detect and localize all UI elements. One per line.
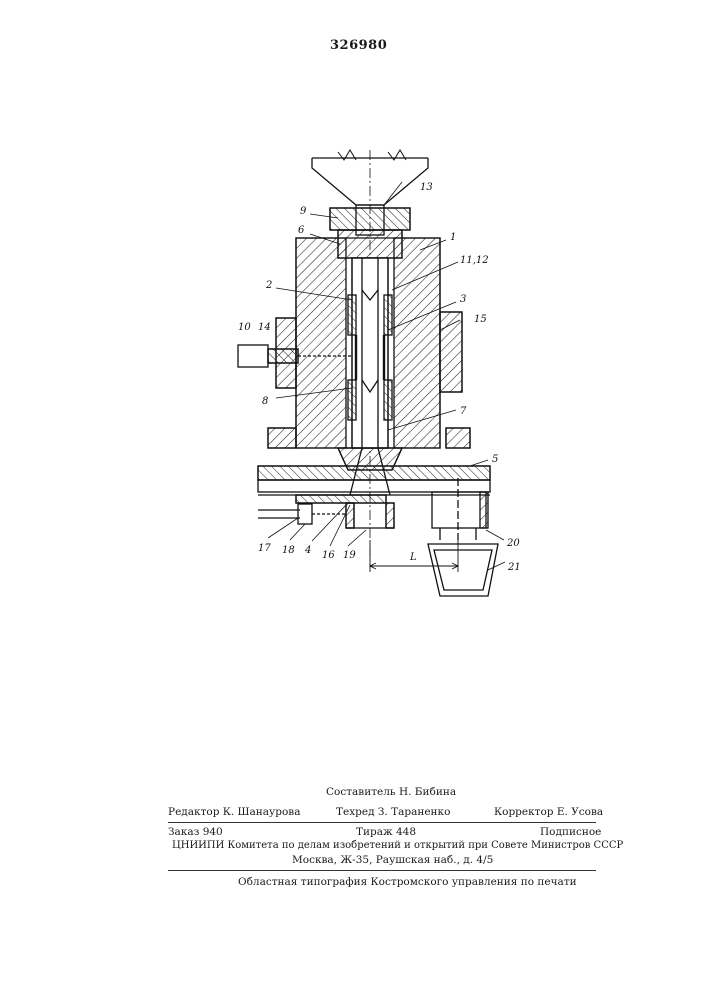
label-3: 3: [460, 294, 466, 305]
order-line: Заказ 940: [168, 826, 223, 838]
technical-drawing: 13 9 6 1 11,12 2 3 15 10 14 8 7 5 17 18 …: [0, 0, 707, 760]
label-9: 9: [300, 206, 307, 217]
corrector-line: Корректор Е. Усова: [494, 806, 603, 818]
label-13: 13: [420, 182, 433, 193]
label-10: 10: [238, 322, 251, 333]
techred-line: Техред З. Тараненко: [336, 806, 450, 818]
label-16: 16: [322, 550, 335, 561]
rod: [258, 504, 346, 524]
label-1: 1: [450, 232, 456, 243]
container: [428, 544, 498, 596]
label-2: 2: [265, 280, 272, 291]
label-L: L: [409, 552, 417, 563]
label-7: 7: [460, 406, 467, 417]
label-21: 21: [507, 562, 521, 573]
base-plate: [258, 466, 490, 495]
printer-line: Областная типография Костромского управл…: [238, 876, 577, 888]
label-15: 15: [474, 314, 487, 325]
institute-line-1: ЦНИИПИ Комитета по делам изобретений и о…: [172, 840, 623, 851]
label-8: 8: [262, 396, 268, 407]
label-6: 6: [298, 225, 305, 236]
editor-line: Редактор К. Шанаурова: [168, 806, 300, 818]
label-18: 18: [282, 545, 295, 556]
label-19: 19: [343, 550, 356, 561]
side-plate-right: [440, 312, 462, 392]
print-run-line: Тираж 448: [356, 826, 416, 838]
divider-bottom: [168, 870, 596, 871]
subscription-line: Подписное: [540, 826, 601, 838]
institute-line-2: Москва, Ж-35, Раушская наб., д. 4/5: [292, 854, 493, 866]
inner-sleeve: [348, 258, 392, 448]
slide: [296, 495, 394, 528]
label-17: 17: [258, 543, 271, 554]
label-4: 4: [304, 545, 311, 556]
label-11-12: 11,12: [460, 255, 489, 266]
compiler-line: Составитель Н. Бибина: [326, 786, 456, 798]
divider-top: [168, 822, 596, 823]
right-shaft: [432, 478, 488, 540]
label-20: 20: [506, 538, 520, 549]
label-14: 14: [258, 322, 271, 333]
label-5: 5: [492, 454, 498, 465]
